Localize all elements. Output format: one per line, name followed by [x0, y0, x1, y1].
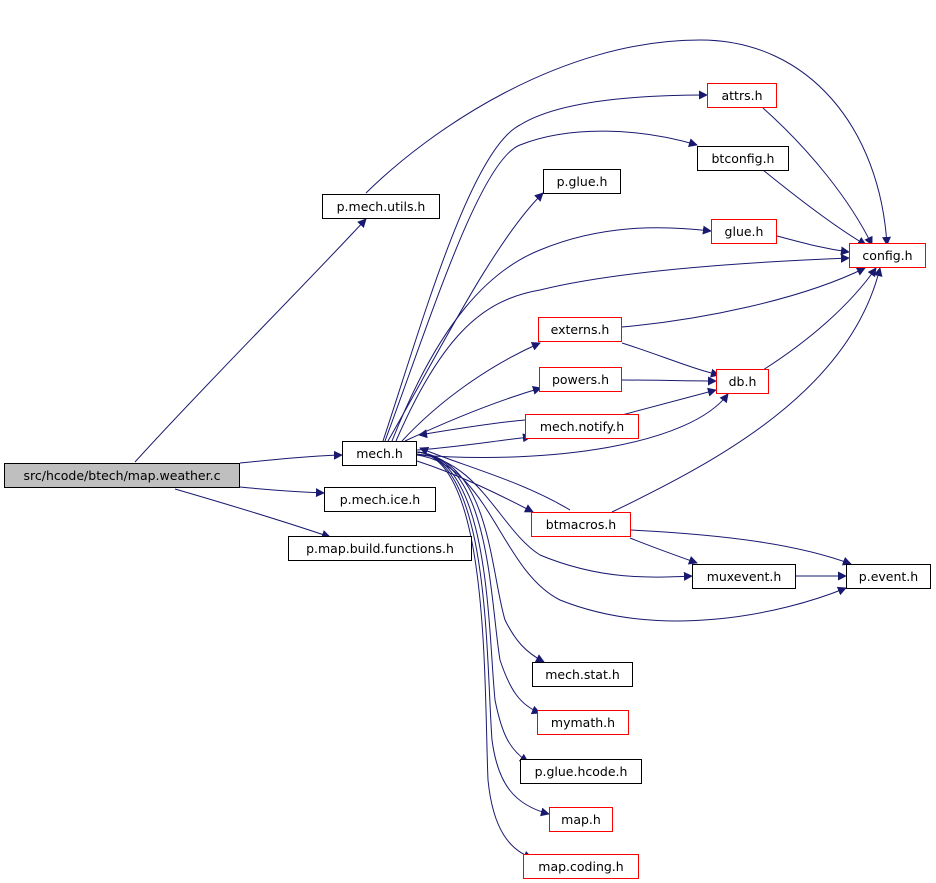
node-btmacros-h[interactable]: btmacros.h	[531, 512, 631, 537]
edge-mech-glue	[391, 225, 712, 442]
node-p-glue-h[interactable]: p.glue.h	[543, 169, 621, 194]
node-mech-h[interactable]: mech.h	[342, 441, 417, 466]
edge-mech-p-glue	[387, 192, 544, 442]
edge-mech-db	[416, 393, 729, 458]
edge-root-p-mech-utils	[134, 218, 367, 463]
edge-mech-mech-stat	[416, 451, 545, 663]
node-mymath-h[interactable]: mymath.h	[537, 710, 629, 735]
node-p-event-h[interactable]: p.event.h	[846, 564, 931, 589]
node-glue-h[interactable]: glue.h	[711, 219, 777, 244]
edge-btmacros-mech	[419, 447, 571, 511]
edge-mech-map-coding	[416, 451, 533, 860]
node-muxevent-h[interactable]: muxevent.h	[692, 564, 796, 589]
edge-mech-muxevent	[416, 453, 693, 581]
edge-powers-db	[621, 376, 717, 386]
node-p-mech-utils-h[interactable]: p.mech.utils.h	[322, 194, 440, 219]
edge-mech-p-glue-hcode	[416, 451, 529, 763]
edge-root-p-mech-ice	[239, 486, 325, 498]
edge-mech-attrs	[382, 90, 708, 442]
edge-root-p-map-build	[174, 488, 331, 539]
edge-externs-config	[621, 267, 866, 328]
node-map-weather-c[interactable]: src/hcode/btech/map.weather.c	[4, 463, 240, 488]
edge-externs-db	[621, 342, 720, 378]
edge-btmacros-config	[611, 267, 883, 513]
edge-mech-externs	[401, 342, 541, 442]
edge-db-config	[762, 267, 877, 371]
edge-mech-mech-notify	[416, 433, 532, 451]
edge-mech-btconfig	[384, 130, 698, 442]
edge-mech-powers	[404, 385, 542, 442]
edge-mech-p-event	[416, 454, 847, 622]
edge-mech-notify-db	[621, 387, 717, 416]
node-p-mech-ice-h[interactable]: p.mech.ice.h	[324, 487, 436, 512]
edge-attrs-config	[762, 107, 873, 246]
edge-btmacros-muxevent	[629, 537, 698, 565]
node-map-h[interactable]: map.h	[549, 807, 613, 832]
edge-mech-btmacros	[416, 460, 534, 513]
edge-mech-config	[395, 253, 850, 442]
node-config-h[interactable]: config.h	[849, 243, 926, 268]
edge-mech-mymath	[416, 451, 541, 715]
edge-mech-notify-mech	[418, 419, 526, 439]
edge-root-mech	[239, 450, 343, 464]
edge-p-mech-utils-config	[365, 39, 891, 246]
edge-btconfig-config	[762, 169, 867, 246]
edge-mech-map	[416, 451, 550, 817]
node-p-map-build-functions-h[interactable]: p.map.build.functions.h	[288, 536, 472, 561]
node-btconfig-h[interactable]: btconfig.h	[697, 146, 789, 171]
node-db-h[interactable]: db.h	[716, 369, 769, 394]
node-map-coding-h[interactable]: map.coding.h	[523, 854, 639, 879]
node-p-glue-hcode-h[interactable]: p.glue.hcode.h	[520, 759, 642, 784]
edge-glue-config	[776, 235, 850, 256]
node-externs-h[interactable]: externs.h	[538, 317, 622, 342]
edge-btmacros-p-event	[629, 529, 852, 566]
node-mech-notify-h[interactable]: mech.notify.h	[525, 414, 639, 439]
node-powers-h[interactable]: powers.h	[539, 367, 622, 392]
node-attrs-h[interactable]: attrs.h	[707, 83, 777, 108]
node-mech-stat-h[interactable]: mech.stat.h	[532, 662, 633, 687]
